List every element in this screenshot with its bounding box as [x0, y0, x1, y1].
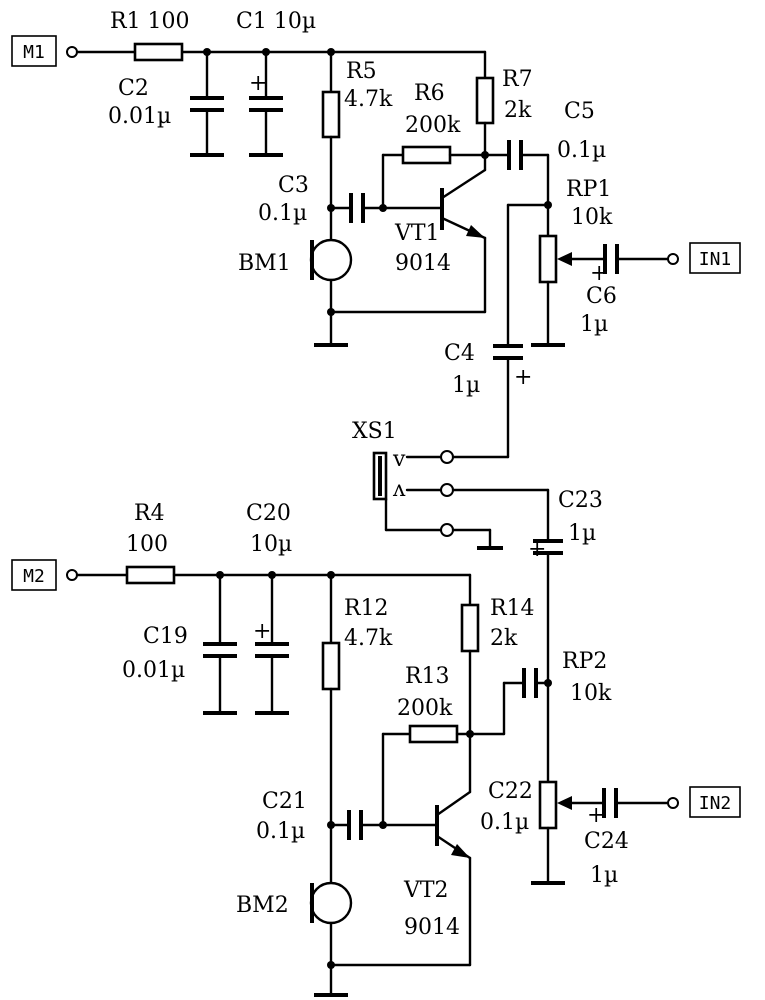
label-r13-value: 200k	[397, 696, 453, 721]
label-c24-name: C24	[584, 829, 629, 854]
svg-text:+: +	[590, 261, 608, 286]
capacitor-c19	[203, 573, 237, 715]
label-r1: R1 100	[110, 9, 190, 34]
label-c21-value: 0.1µ	[256, 819, 305, 844]
resistor-r4	[125, 565, 176, 585]
resistor-r13	[408, 724, 459, 744]
label-vt2-value: 9014	[404, 915, 460, 940]
label-rp1-value: 10k	[571, 205, 613, 230]
svg-text:M2: M2	[23, 566, 45, 587]
channel-2: M2 R4 100 C20 10µ C19 0.01µ	[11, 488, 741, 997]
label-c4-value: 1µ	[452, 373, 480, 398]
jack-xs1: XS1 v ʌ	[352, 419, 550, 550]
label-r12-name: R12	[344, 596, 389, 621]
resistor-r7	[475, 76, 495, 125]
port-in2: IN2	[689, 786, 741, 818]
capacitor-c21	[347, 810, 363, 840]
capacitor-c5	[507, 140, 523, 170]
terminal-in2	[667, 797, 679, 809]
capacitor-c4: +	[493, 344, 532, 390]
svg-text:+: +	[587, 803, 605, 828]
svg-text:M1: M1	[23, 42, 45, 63]
potentiometer-rp1	[538, 234, 558, 284]
terminal-m2	[66, 569, 78, 581]
label-c1: C1 10µ	[236, 9, 316, 34]
label-r5-name: R5	[346, 59, 377, 84]
label-c22-name: C22	[488, 779, 533, 804]
label-r7-name: R7	[502, 67, 533, 92]
resistor-r6	[401, 145, 452, 165]
label-bm1: BM1	[238, 251, 291, 276]
label-c3-value: 0.1µ	[258, 201, 307, 226]
label-c20-name: C20	[246, 501, 291, 526]
label-r12-value: 4.7k	[344, 626, 393, 651]
resistor-r1	[133, 42, 184, 62]
label-r6-name: R6	[414, 81, 445, 106]
label-c3-name: C3	[278, 173, 309, 198]
label-r5-value: 4.7k	[344, 87, 393, 112]
label-xs1: XS1	[352, 419, 397, 444]
label-c24-value: 1µ	[590, 863, 618, 888]
label-rp2-value: 10k	[570, 681, 612, 706]
label-r13-name: R13	[405, 664, 450, 689]
potentiometer-rp2	[538, 780, 558, 830]
port-m2: M2	[11, 559, 57, 591]
terminal-m1	[66, 46, 78, 58]
label-c4-name: C4	[444, 341, 475, 366]
resistor-r14	[460, 603, 480, 653]
transistor-vt2	[435, 732, 472, 967]
label-r14-name: R14	[490, 596, 535, 621]
label-vt1-value: 9014	[395, 251, 451, 276]
label-r14-value: 2k	[490, 626, 518, 651]
label-rp1-name: RP1	[566, 177, 611, 202]
label-c6-value: 1µ	[580, 312, 608, 337]
svg-text:IN1: IN1	[699, 249, 732, 270]
capacitor-c22	[522, 668, 538, 698]
capacitor-c6: +	[590, 244, 619, 286]
microphone-bm1	[309, 238, 353, 282]
channel-1: M1 R1 100 C1 10µ C2 0.01µ	[11, 9, 741, 459]
svg-text:+: +	[249, 71, 267, 96]
transistor-vt1	[440, 153, 487, 314]
label-c5-name: C5	[564, 99, 595, 124]
label-c20-value: 10µ	[250, 532, 292, 557]
label-c2-value: 0.01µ	[108, 104, 171, 129]
label-r4-value: 100	[126, 532, 168, 557]
label-c5-value: 0.1µ	[557, 138, 606, 163]
label-rp2-name: RP2	[562, 649, 607, 674]
capacitor-c3	[349, 193, 365, 223]
label-c19-name: C19	[143, 624, 188, 649]
svg-text:v: v	[392, 447, 406, 472]
label-vt2-name: VT2	[403, 878, 449, 903]
capacitor-c1: +	[249, 50, 283, 157]
capacitor-c20: +	[253, 573, 289, 715]
terminal-in1	[667, 253, 679, 265]
capacitor-c24: +	[587, 788, 618, 828]
microphone-bm2	[309, 881, 353, 925]
port-m1: M1	[11, 35, 57, 67]
svg-text:+: +	[528, 537, 546, 562]
svg-text:+: +	[514, 365, 532, 390]
label-r4-name: R4	[134, 501, 165, 526]
label-c2-name: C2	[118, 76, 149, 101]
label-c22-value: 0.1µ	[480, 810, 529, 835]
label-c6-name: C6	[586, 284, 617, 309]
label-r6-value: 200k	[405, 113, 461, 138]
label-c19-value: 0.01µ	[122, 658, 185, 683]
label-r7-value: 2k	[504, 98, 532, 123]
svg-text:ʌ: ʌ	[392, 477, 406, 502]
capacitor-c2	[190, 50, 224, 157]
label-vt1-name: VT1	[394, 221, 440, 246]
resistor-r5	[321, 90, 341, 139]
svg-text:+: +	[253, 619, 271, 644]
port-in1: IN1	[689, 242, 741, 274]
capacitor-c23: +	[528, 537, 563, 562]
label-c23-name: C23	[558, 488, 603, 513]
resistor-r12	[321, 641, 341, 691]
label-c21-name: C21	[262, 789, 307, 814]
label-c23-value: 1µ	[568, 521, 596, 546]
label-bm2: BM2	[236, 893, 289, 918]
svg-text:IN2: IN2	[699, 793, 732, 814]
